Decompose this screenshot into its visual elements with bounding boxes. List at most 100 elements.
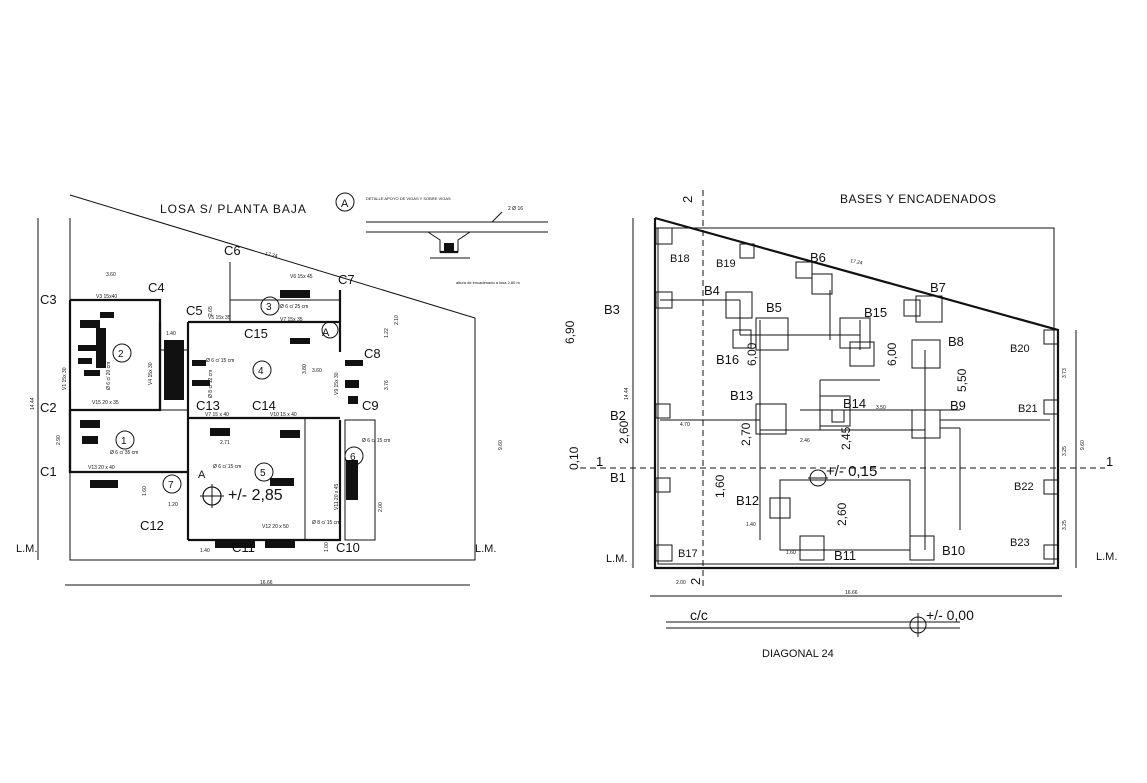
axis-2-top: 2: [680, 196, 695, 203]
dim-3: 2.71: [220, 440, 230, 446]
base-b18: B18: [670, 253, 690, 265]
depth-7: 5,50: [955, 368, 969, 392]
slab-6-label: 6: [350, 452, 356, 463]
lm-right-1: L.M.: [475, 543, 496, 555]
dim-6: 2.10: [394, 315, 400, 325]
dim-10: 1.20: [168, 502, 178, 508]
rdim-left: 14.44: [624, 387, 630, 400]
section-marker-circle: [335, 192, 355, 212]
rebar-hatches: [78, 290, 363, 548]
slab-level: +/- 2,85: [228, 487, 283, 504]
dim-4: 2.65: [208, 306, 214, 316]
site-boundary: [69, 194, 476, 561]
left-plan: LOSA S/ PLANTA BAJA A DETALLE APOYO DE V…: [16, 192, 548, 586]
depth-5: 6,00: [745, 342, 759, 366]
ref-level: +/- 0,00: [926, 607, 974, 623]
base-b20: B20: [1010, 343, 1030, 355]
slab-markers: 2 1 3 4 5 6 7 A A: [112, 296, 364, 506]
slab-7-label: 7: [168, 480, 174, 491]
beam-v1: V1 15x 30: [62, 367, 68, 390]
beam-detail-drawing: [366, 211, 548, 259]
col-c15: C15: [244, 326, 268, 341]
dim-14: 2.90: [56, 435, 62, 445]
base-b17: B17: [678, 548, 698, 560]
rdim-top: 17.24: [850, 258, 864, 267]
beam-v11: V11 20 x 45: [334, 483, 340, 510]
base-b13: B13: [730, 388, 753, 403]
beam-v15: V15 20 x 35: [92, 400, 119, 406]
beam-v12: V12 20 x 50: [262, 524, 289, 530]
right-structure: [657, 227, 1055, 565]
col-c12: C12: [140, 518, 164, 533]
lm-left-1: L.M.: [16, 543, 37, 555]
col-c7: C7: [338, 272, 355, 287]
base-b11: B11: [834, 548, 856, 563]
beam-v7b: V7 15 x 40: [205, 412, 229, 418]
lm-right-2: L.M.: [1096, 551, 1117, 563]
axis-1-right: 1: [1106, 454, 1113, 469]
rdim-2: 4.70: [680, 422, 690, 428]
col-c8: C8: [364, 346, 381, 361]
col-c11: C11: [232, 540, 255, 555]
detail-note: altura de encadenado a losa 2,80 m: [456, 280, 520, 285]
rebar-note-1: Ø 6 c/ 15 cm: [206, 358, 234, 364]
depth-3: 0,10: [567, 446, 581, 470]
slab-5-label: 5: [260, 468, 266, 479]
col-c4: C4: [148, 280, 165, 295]
col-c10: C10: [336, 540, 360, 555]
rdim-4: 2.46: [800, 438, 810, 444]
beam-v7: V7 15x 35: [280, 317, 303, 323]
rdim-10: 9.60: [1080, 440, 1086, 450]
depth-8: 2,70: [739, 422, 753, 446]
col-c5: C5: [186, 303, 203, 318]
section-marker-label: A: [341, 198, 349, 210]
rebar-note-8: Ø 6 c/ 35 cm: [110, 450, 138, 456]
base-b10: B10: [942, 543, 965, 558]
beam-v9: V9 15x 30: [334, 372, 340, 395]
dim-7: 3.80: [302, 364, 308, 374]
rdim-6: 1.60: [786, 550, 796, 556]
base-b9: B9: [950, 398, 966, 413]
right-plan: BASES Y ENCADENADOS 2 2 1 1: [563, 190, 1117, 660]
slab-1-label: 1: [121, 436, 127, 447]
base-b4: B4: [704, 283, 720, 298]
beam-v4: V4 15x 30: [148, 362, 154, 385]
left-dim: 14.44: [30, 397, 36, 410]
base-b15: B15: [864, 305, 887, 320]
dim-8: 3.76: [384, 380, 390, 390]
depth-2: 2,60: [617, 420, 631, 444]
base-b16: B16: [716, 352, 739, 367]
col-c6: C6: [224, 243, 241, 258]
dim-9: 1.40: [200, 548, 210, 554]
depth-1: 6,90: [563, 320, 577, 344]
rebar-note-7: Ø 6 c/ 20 cm: [106, 362, 112, 390]
footing-squares: [655, 227, 1059, 562]
base-level: +/- 0,15: [826, 463, 877, 480]
rdim-8: 3.25: [1062, 446, 1068, 456]
section-a-mark: A: [198, 469, 206, 481]
rdim-1: 2.00: [676, 580, 686, 586]
base-b14: B14: [843, 396, 866, 411]
rebar-note-2: Ø 6 c/ 15 cm: [213, 464, 241, 470]
col-c13: C13: [196, 398, 220, 413]
rdim-3: 3.50: [876, 405, 886, 411]
right-plan-title: BASES Y ENCADENADOS: [840, 192, 996, 206]
diagonal-label: DIAGONAL 24: [762, 648, 834, 660]
beam-v6: V6 15x 45: [290, 274, 313, 280]
detail-dim: 2 Ø 16: [508, 206, 523, 212]
rebar-note-4: Ø 8 c/ 15 cm: [312, 520, 340, 526]
dim-1: 3.60: [106, 272, 116, 278]
rdim-7: 3.73: [1062, 368, 1068, 378]
dim-2: 1.40: [166, 331, 176, 337]
col-c14: C14: [252, 398, 276, 413]
depth-10: 2,60: [835, 502, 849, 526]
beam-v10: V10 15 x 40: [270, 412, 297, 418]
dim-15: 1.60: [142, 486, 148, 496]
base-b1: B1: [610, 470, 626, 485]
base-b8: B8: [948, 334, 964, 349]
cc-label: c/c: [690, 607, 708, 623]
col-c3: C3: [40, 292, 57, 307]
rdim-bottom: 16.66: [845, 590, 858, 596]
dim-5: 1.22: [384, 328, 390, 338]
